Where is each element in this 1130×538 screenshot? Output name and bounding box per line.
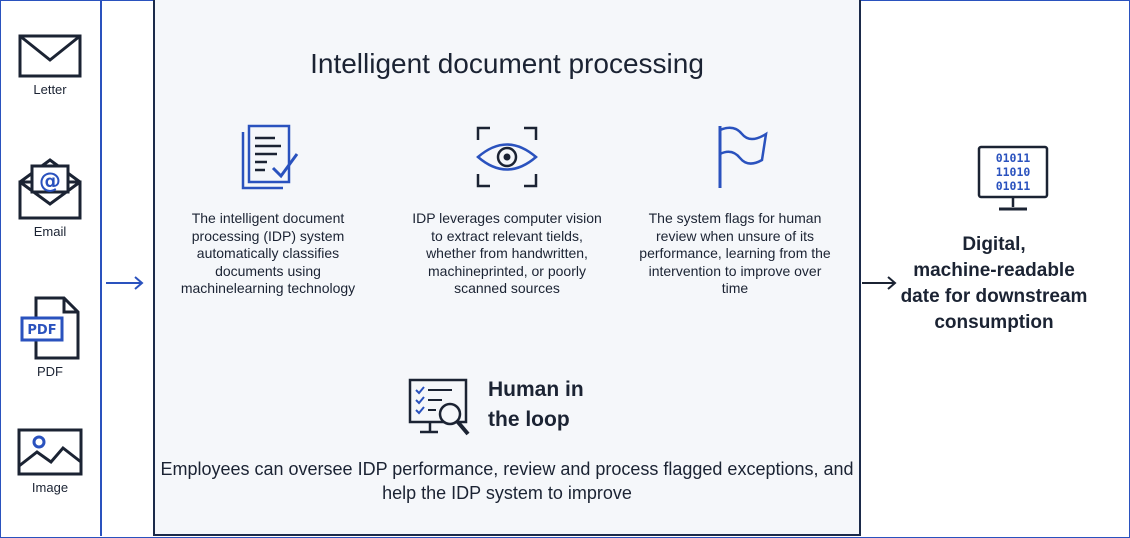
feature-extract: IDP leverages computer vision to extract…: [407, 124, 607, 298]
output-column: 01011 11010 01011 Digital, machine-reada…: [860, 0, 1128, 536]
source-label: Email: [33, 224, 67, 239]
panel-title: Intelligent document processing: [310, 48, 704, 79]
monitor-binary-icon: 01011 11010 01011: [977, 145, 1049, 211]
source-letter: Letter: [0, 34, 100, 97]
document-check-icon: [241, 124, 299, 190]
input-sources-column: Letter @ Email PDF PDF Image: [0, 0, 102, 536]
email-at-icon: @: [18, 158, 82, 220]
output-description: Digital, machine-readable date for downs…: [900, 234, 1088, 333]
feature-flag: The system flags for human review when u…: [635, 124, 835, 298]
human-in-loop-description: Employees can oversee IDP performance, r…: [160, 459, 854, 503]
source-image: Image: [0, 428, 100, 495]
flag-icon: [718, 126, 768, 188]
svg-text:@: @: [39, 169, 61, 194]
source-pdf: PDF PDF: [0, 296, 100, 379]
feature-classify: The intelligent document processing (IDP…: [168, 124, 368, 298]
feature-text: IDP leverages computer vision to extract…: [412, 210, 602, 296]
binary-line: 01011: [996, 179, 1031, 193]
pdf-file-icon: PDF: [20, 296, 80, 360]
feature-text: The intelligent document processing (IDP…: [180, 210, 356, 296]
arrow-right-icon: [106, 276, 144, 290]
feature-text: The system flags for human review when u…: [639, 210, 831, 296]
source-label: Letter: [33, 82, 67, 97]
eye-scan-icon: [476, 126, 538, 188]
envelope-icon: [18, 34, 82, 78]
source-label: PDF: [37, 364, 63, 379]
monitor-checklist-search-icon: [408, 378, 470, 436]
idp-panel: Intelligent document processing The inte…: [153, 0, 861, 536]
human-in-loop-title: Human in the loop: [488, 378, 584, 431]
pdf-badge: PDF: [27, 323, 56, 338]
arrow-right-icon: [862, 276, 897, 290]
image-icon: [17, 428, 83, 476]
binary-line: 01011: [996, 151, 1031, 165]
source-email: @ Email: [0, 156, 100, 239]
binary-line: 11010: [996, 165, 1031, 179]
source-label: Image: [31, 480, 69, 495]
